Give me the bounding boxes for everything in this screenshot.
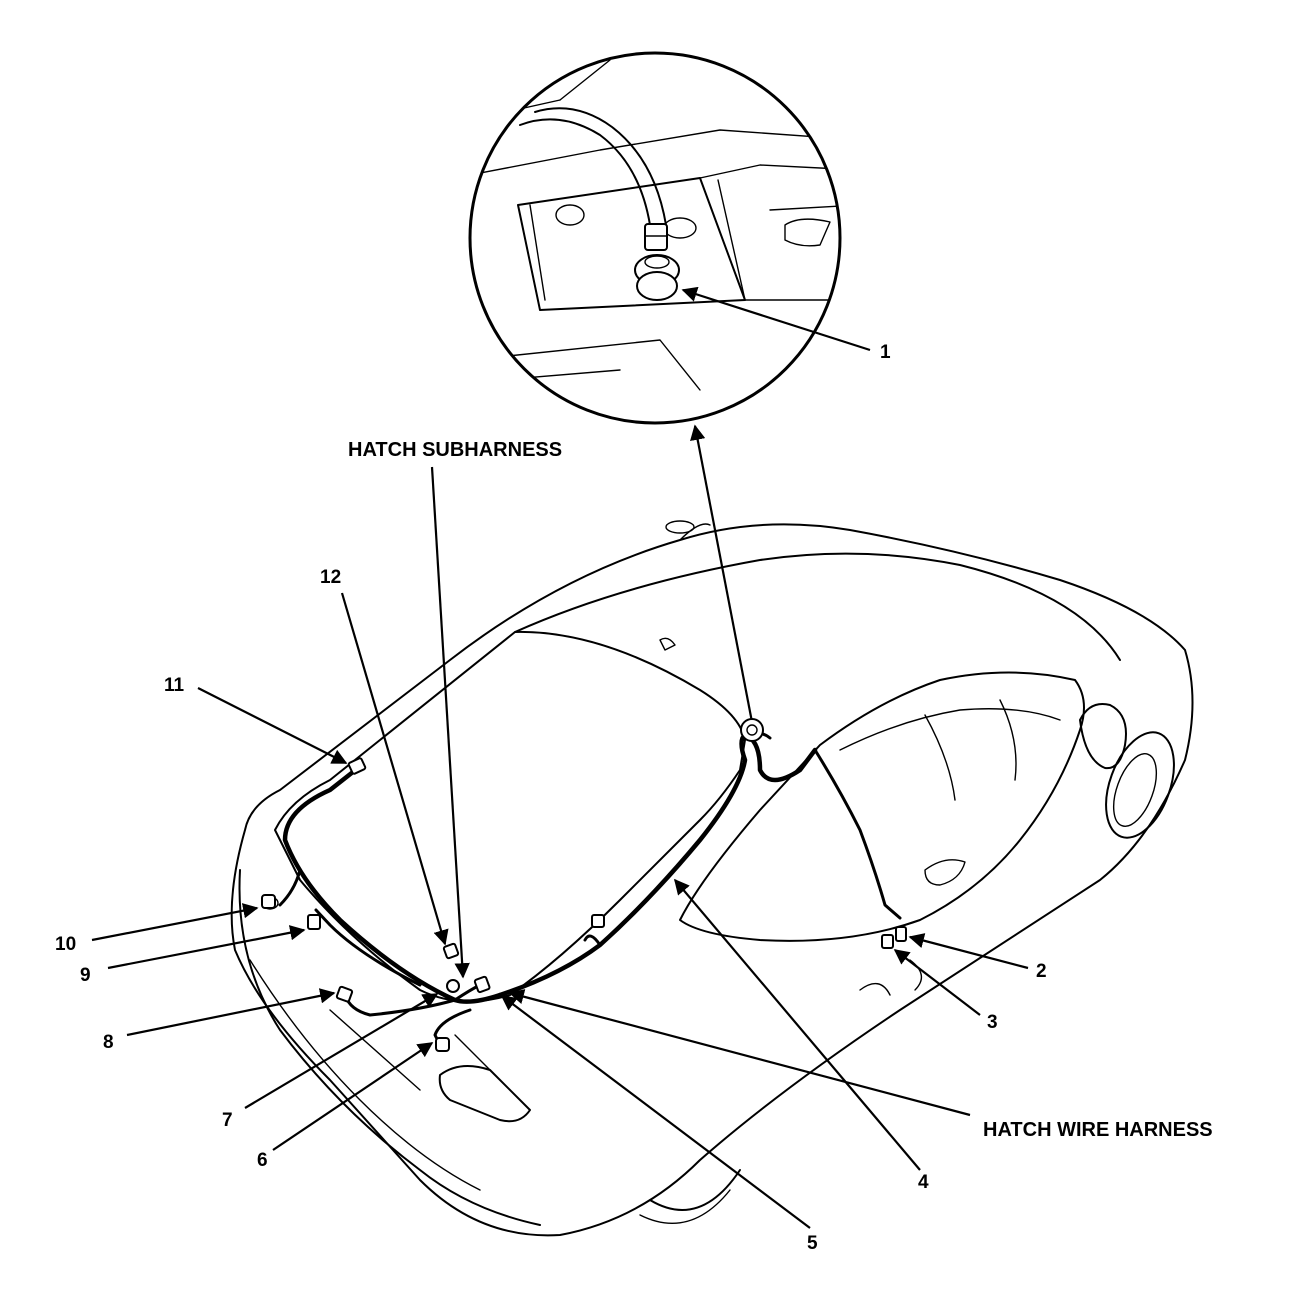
callout-11: 11 <box>164 675 185 696</box>
detail-hole <box>555 204 585 226</box>
door-handle <box>924 859 966 886</box>
connector-11-icon <box>347 757 367 775</box>
callout-10: 10 <box>55 934 76 955</box>
callout-12: 12 <box>320 567 341 588</box>
hatch-subharness-label: HATCH SUBHARNESS <box>348 439 562 461</box>
grommet-7-icon <box>446 979 460 993</box>
detail-wire <box>519 118 651 226</box>
grommet-icon <box>740 718 764 742</box>
callout-6: 6 <box>257 1150 268 1171</box>
callout-8: 8 <box>103 1032 114 1053</box>
callout-4: 4 <box>918 1172 929 1193</box>
hatch-wire-harness-label: HATCH WIRE HARNESS <box>983 1119 1213 1141</box>
connector-subharness-icon <box>473 975 491 994</box>
side-mirror <box>1079 703 1127 770</box>
callout-5: 5 <box>807 1233 818 1254</box>
callout-2: 2 <box>1036 961 1047 982</box>
tail-light <box>438 1065 531 1123</box>
hatch-wire-harness <box>452 731 902 1004</box>
callout-3: 3 <box>987 1012 998 1033</box>
detail-grommet-boot <box>644 223 668 251</box>
detail-view <box>468 51 842 425</box>
connector-12-icon <box>442 942 460 960</box>
side-window <box>679 671 1085 942</box>
hatch-glass <box>274 630 746 1003</box>
connectors <box>261 718 907 1052</box>
car-body <box>230 520 1194 1237</box>
callout-1: 1 <box>880 342 891 363</box>
connector-10-icon <box>261 894 276 909</box>
rear-bumper <box>238 869 541 1226</box>
callout-leaders <box>91 286 1029 1229</box>
callout-9: 9 <box>80 965 91 986</box>
hatch-subharness <box>278 765 482 1047</box>
front-wheel <box>1105 731 1175 839</box>
detail-pointer-arrow <box>690 424 754 723</box>
connector-6-icon <box>435 1037 450 1052</box>
callout-7: 7 <box>222 1110 233 1131</box>
connector-9-icon <box>307 914 321 930</box>
connector-8-icon <box>335 985 354 1003</box>
connector-5-icon <box>591 914 605 928</box>
connector-3-icon <box>881 934 894 949</box>
connector-2-icon <box>895 926 907 942</box>
